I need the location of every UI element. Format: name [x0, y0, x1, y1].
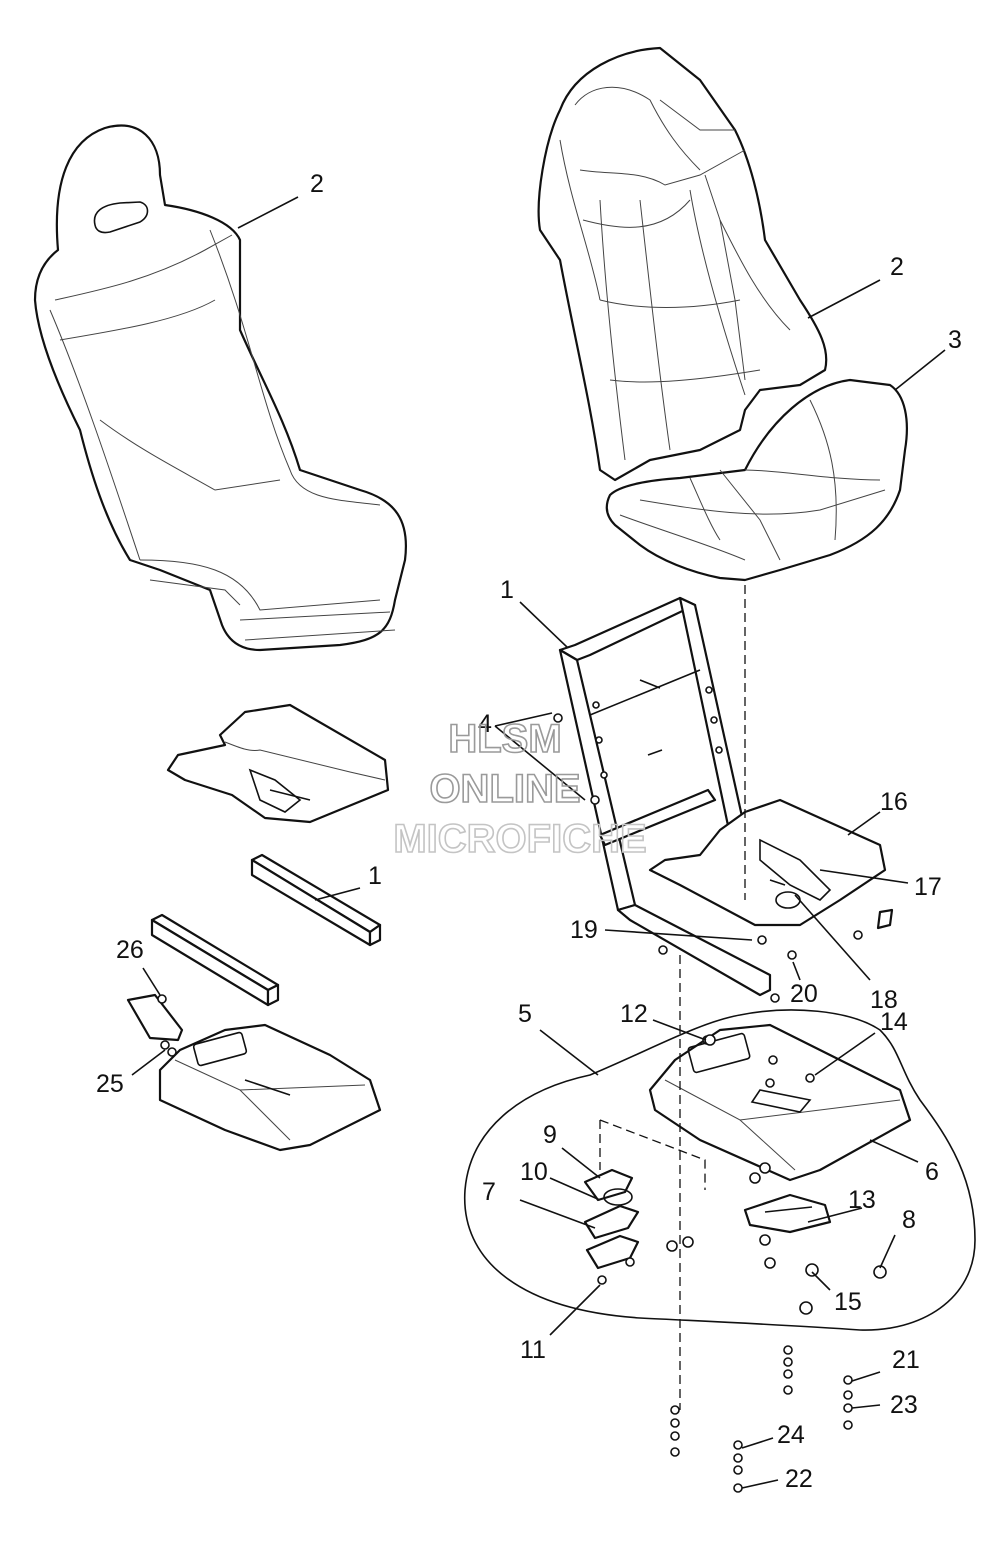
right-seat-back	[537, 46, 828, 482]
latch-bracket-parts	[583, 1168, 640, 1270]
callout-24: 24	[777, 1421, 805, 1449]
left-slide-base	[126, 993, 382, 1152]
callout-22: 22	[785, 1465, 813, 1493]
callout-1-frame: 1	[500, 576, 514, 604]
callout-26: 26	[116, 936, 144, 964]
left-seat-shell	[33, 124, 407, 652]
callout-19: 19	[570, 916, 598, 944]
leader-lines	[131, 196, 946, 1489]
callout-11: 11	[520, 1336, 546, 1364]
seat-frame	[558, 596, 772, 997]
callout-5: 5	[518, 1000, 532, 1028]
callout-8: 8	[902, 1206, 916, 1234]
callout-12: 12	[620, 1000, 648, 1028]
kit-group-outline	[463, 1009, 976, 1331]
left-mount-plate	[166, 703, 390, 824]
callout-2-left: 2	[310, 170, 324, 198]
callout-13: 13	[848, 1186, 876, 1214]
callout-1-bars: 1	[368, 862, 382, 890]
watermark: HLSM ONLINE MICROFICHE	[393, 716, 648, 862]
bracket-13	[743, 1193, 832, 1234]
hardware-fasteners	[553, 713, 887, 1493]
callout-20: 20	[790, 980, 818, 1008]
callout-2-right: 2	[890, 253, 904, 281]
callout-3: 3	[948, 326, 962, 354]
callout-25: 25	[96, 1070, 124, 1098]
callout-6: 6	[925, 1158, 939, 1186]
watermark-line-1: HLSM	[448, 717, 561, 761]
callout-7: 7	[482, 1178, 496, 1206]
callout-15: 15	[834, 1288, 862, 1316]
callout-9: 9	[543, 1121, 557, 1149]
left-bars	[150, 853, 382, 1007]
watermark-line-3: MICROFICHE	[393, 817, 646, 861]
seat-base-6	[648, 1023, 912, 1182]
callout-17: 17	[914, 873, 942, 901]
callout-4: 4	[478, 710, 492, 738]
right-seat-cushion	[605, 378, 908, 582]
callout-21: 21	[892, 1346, 920, 1374]
callout-16: 16	[880, 788, 908, 816]
watermark-line-2: ONLINE	[429, 767, 580, 811]
callout-18: 18	[870, 986, 898, 1014]
alignment-lines	[599, 585, 746, 1410]
callout-23: 23	[890, 1391, 918, 1419]
callout-14: 14	[880, 1008, 908, 1036]
callout-labels: 2 2 3 1 1 4 16 17 18 19 20 26 25 5 12 14…	[96, 170, 962, 1493]
mount-plate-16	[648, 798, 894, 930]
callout-10: 10	[520, 1158, 548, 1186]
